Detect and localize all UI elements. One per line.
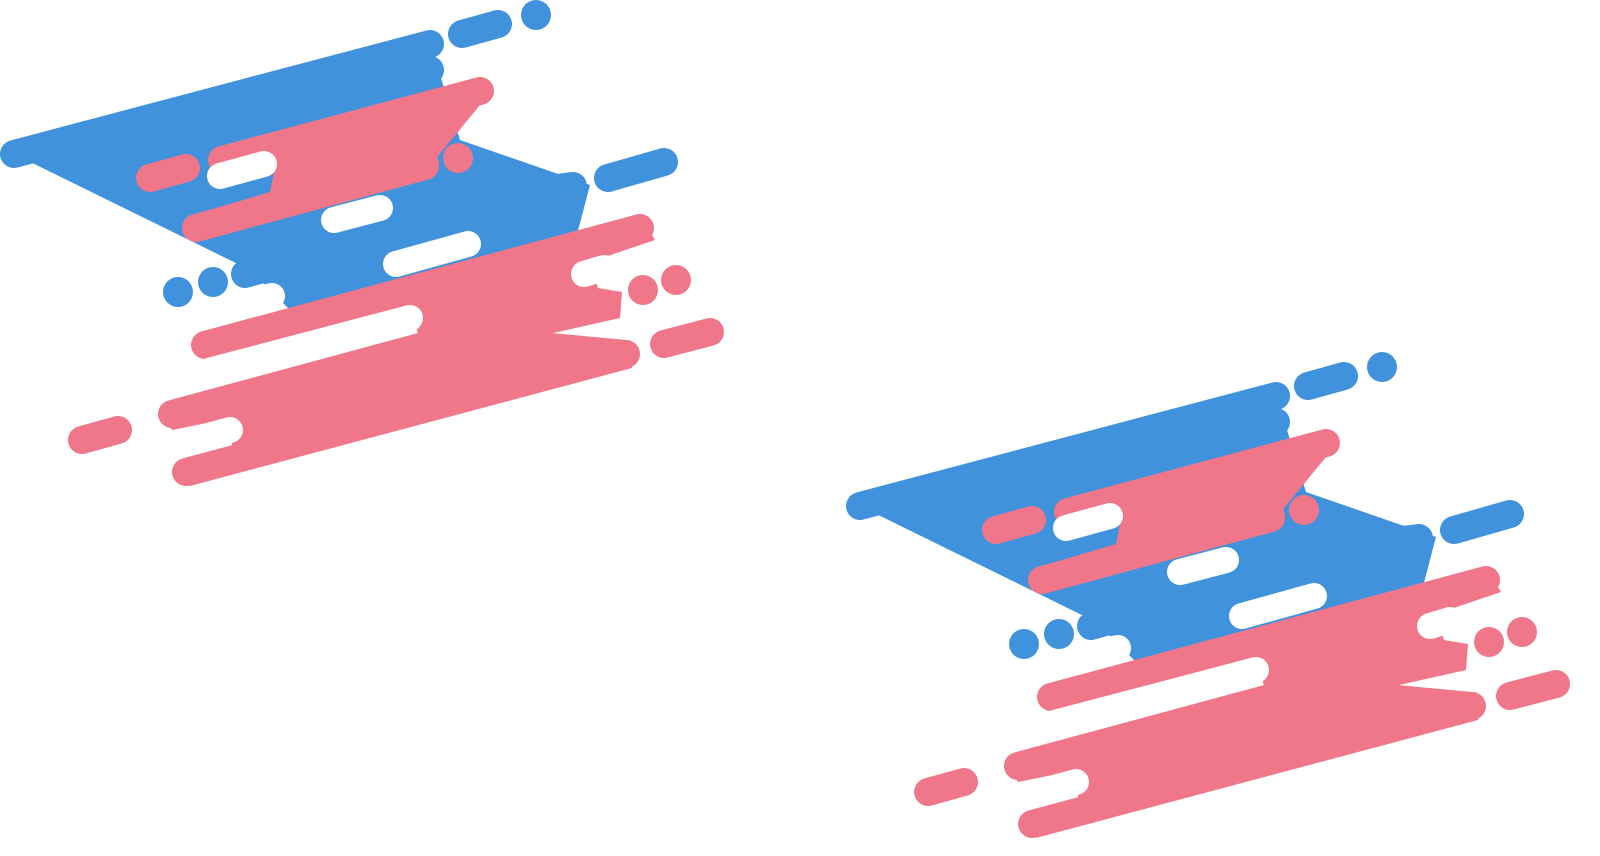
streak-group-right [860,352,1556,838]
streak-group-left [14,0,710,486]
